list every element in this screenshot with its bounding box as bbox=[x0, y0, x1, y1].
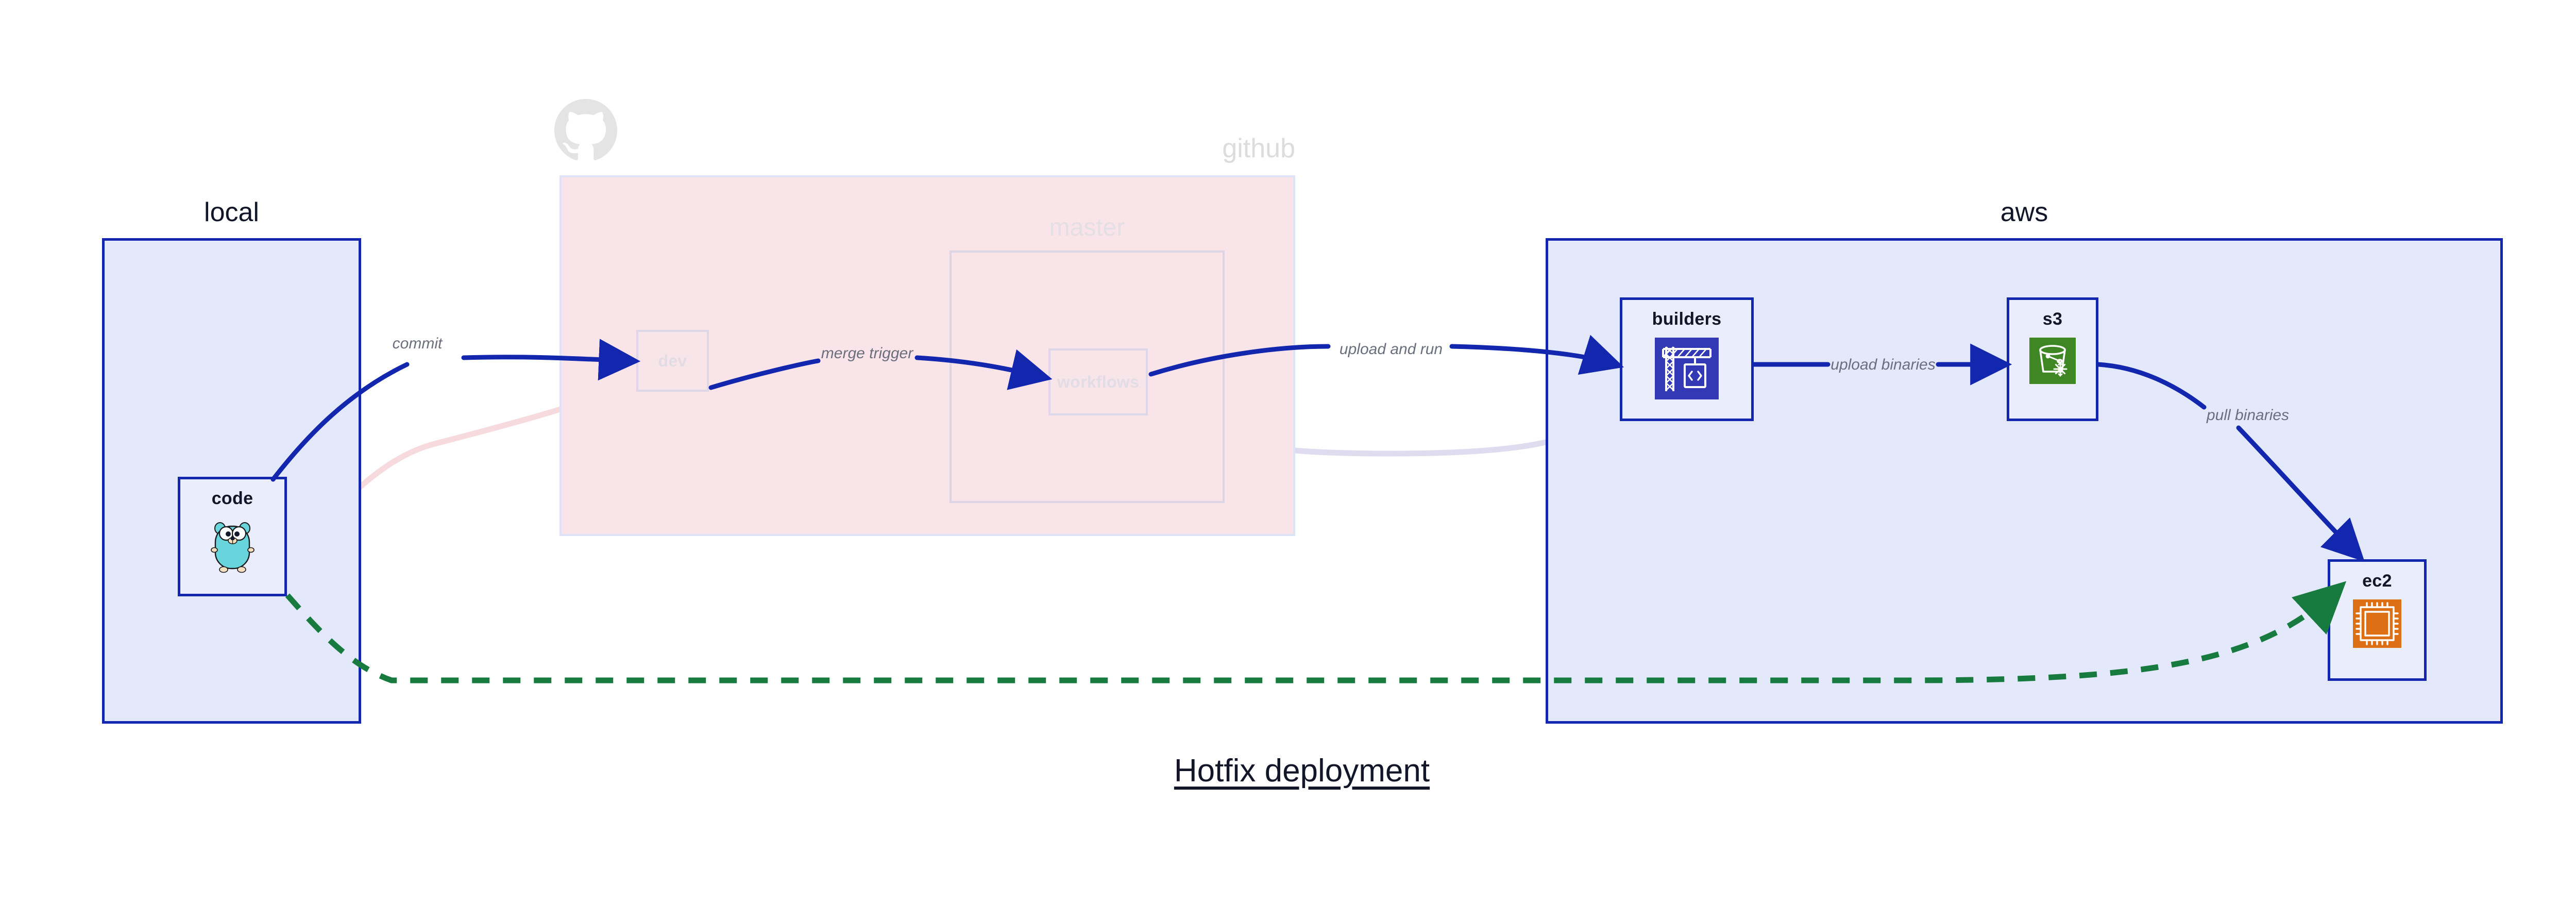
node-dev[interactable]: dev bbox=[636, 330, 709, 392]
edge-label-merge-trigger: merge trigger bbox=[821, 345, 913, 362]
aws-ec2-chip-icon bbox=[2353, 599, 2401, 648]
node-s3-label: s3 bbox=[2042, 309, 2063, 329]
node-workflows[interactable]: workflows bbox=[1048, 348, 1148, 415]
edge-label-pull-binaries: pull binaries bbox=[2206, 407, 2290, 424]
group-master-title: master bbox=[1049, 214, 1125, 241]
edge-label-upload-binaries: upload binaries bbox=[1831, 356, 1936, 373]
group-local-title: local bbox=[204, 197, 259, 227]
node-workflows-label: workflows bbox=[1057, 372, 1140, 391]
go-gopher-icon bbox=[211, 522, 255, 573]
group-aws-title: aws bbox=[2000, 197, 2048, 227]
github-octocat-icon bbox=[554, 99, 617, 160]
node-code[interactable]: code bbox=[178, 477, 287, 596]
aws-s3-bucket-icon bbox=[2029, 338, 2076, 384]
edge-label-upload-and-run: upload and run bbox=[1339, 341, 1443, 358]
node-s3[interactable]: s3 bbox=[2007, 297, 2098, 421]
node-code-label: code bbox=[211, 489, 253, 508]
node-builders[interactable]: builders bbox=[1620, 297, 1754, 421]
node-dev-label: dev bbox=[658, 351, 687, 370]
group-github-title: github bbox=[1222, 133, 1295, 163]
node-builders-label: builders bbox=[1652, 309, 1722, 329]
edge-label-commit: commit bbox=[392, 335, 443, 352]
node-ec2[interactable]: ec2 bbox=[2328, 559, 2427, 681]
aws-codebuild-crane-icon bbox=[1655, 338, 1719, 399]
node-ec2-label: ec2 bbox=[2362, 571, 2392, 591]
diagram-title: Hotfix deployment bbox=[1174, 753, 1430, 789]
